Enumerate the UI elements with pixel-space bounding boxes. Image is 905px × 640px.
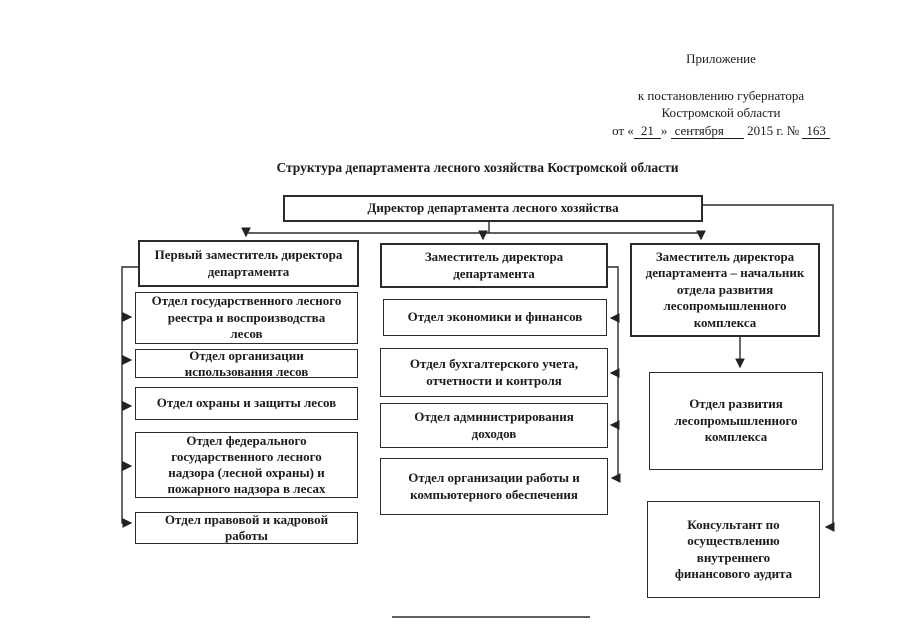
deputy-director-timber-head-box: Заместитель директора департамента – нач… [630,243,820,337]
date-number: 163 [802,123,830,139]
legal-hr-dept-box: Отдел правовой и кадровой работы [135,512,358,544]
director-to-columns-connector [241,222,706,241]
revenue-administration-dept-box: Отдел администрирования доходов [380,403,608,448]
deputy-director-box: Заместитель директора департамента [380,243,608,288]
appendix-label: Приложение [686,51,756,66]
date-prefix: от « [612,123,634,138]
federal-forest-supervision-dept-box: Отдел федерального государственного лесн… [135,432,358,498]
director-box: Директор департамента лесного хозяйства [283,195,703,222]
internal-audit-consultant-box: Консультант по осуществлению внутреннего… [647,501,820,598]
forest-registry-dept-box: Отдел государственного лесного реестра и… [135,292,358,344]
it-support-dept-box: Отдел организации работы и компьютерного… [380,458,608,515]
header-note: Приложение к постановлению губернатора К… [565,50,877,139]
timber-development-dept-box: Отдел развития лесопромышленного комплек… [649,372,823,470]
middle-column-connector [608,266,621,483]
decree-line-1: к постановлению губернатора [637,88,805,103]
date-day: 21 [633,123,661,139]
decree-date-line: от «21» сентября 2015 г. № 163 [565,122,877,139]
forest-protection-dept-box: Отдел охраны и защиты лесов [135,387,358,420]
date-month: сентября [670,123,744,139]
economics-finance-dept-box: Отдел экономики и финансов [383,299,607,336]
accounting-control-dept-box: Отдел бухгалтерского учета, отчетности и… [380,348,608,397]
decree-line-2: Костромской области [661,105,781,120]
first-deputy-director-box: Первый заместитель директора департамент… [138,240,359,287]
page-title: Структура департамента лесного хозяйства… [276,160,679,175]
date-close-quote: » [660,123,668,138]
forest-use-dept-box: Отдел организации использования лесов [135,348,358,379]
date-year: 2015 г. № [747,123,800,138]
